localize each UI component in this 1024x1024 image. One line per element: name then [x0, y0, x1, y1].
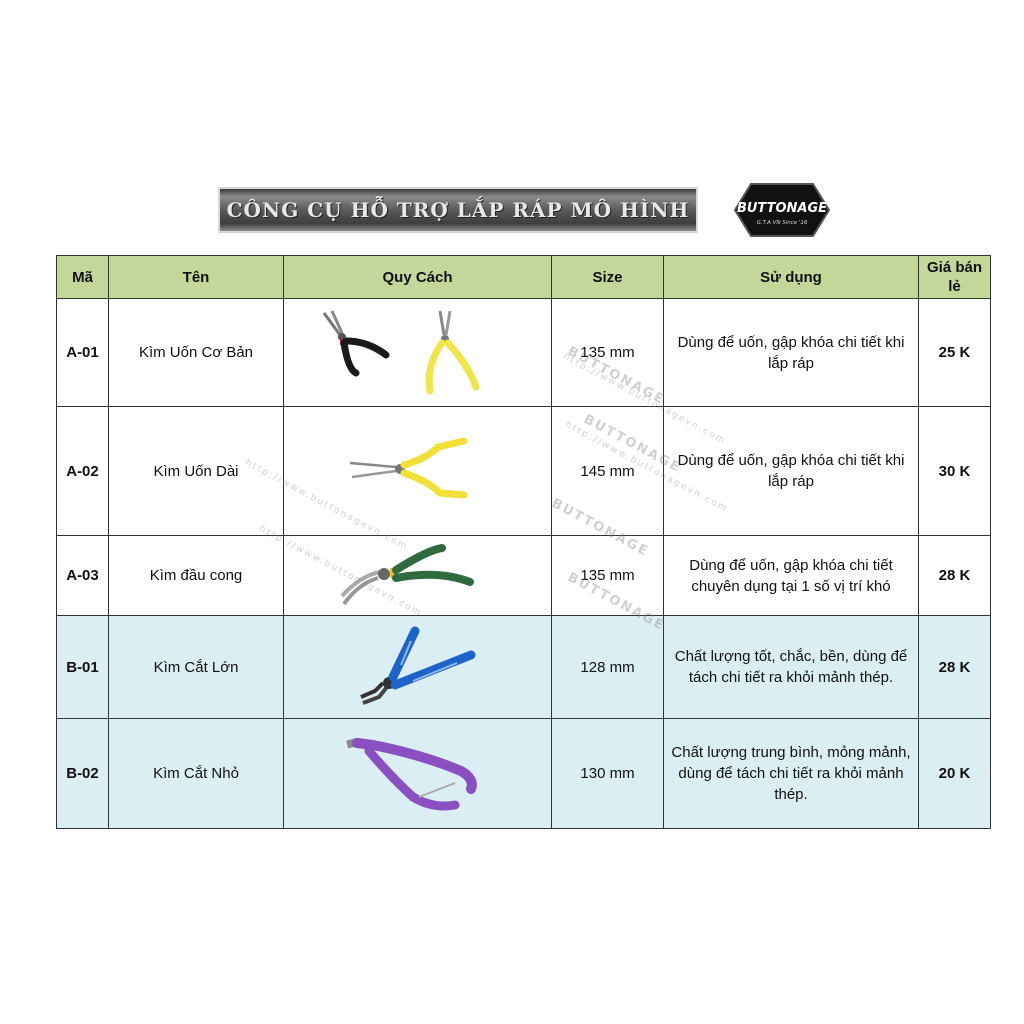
row-code: A-01 — [56, 298, 109, 407]
row-code: B-02 — [56, 718, 109, 829]
row-image — [283, 298, 552, 407]
table-row: A-02 Kìm Uốn Dài 145 mm Dùng để uốn, gập… — [56, 406, 991, 536]
logo-badge-icon: BUTTONAGE G.T.A VN Since '16 — [733, 183, 831, 237]
table-header-row: Mã Tên Quy Cách Size Sử dụng Giá bán lẻ — [56, 255, 991, 299]
row-usage: Dùng để uốn, gập khóa chi tiết khi lắp r… — [663, 298, 919, 407]
row-name: Kìm Uốn Cơ Bản — [108, 298, 284, 407]
row-name: Kìm Cắt Lớn — [108, 615, 284, 719]
row-size: 130 mm — [551, 718, 664, 829]
row-price: 20 K — [918, 718, 991, 829]
row-price: 28 K — [918, 535, 991, 616]
buttonage-logo: BUTTONAGE G.T.A VN Since '16 — [733, 182, 831, 238]
table-row: B-02 Kìm Cắt Nhỏ 130 mm Chất lượng trung… — [56, 718, 991, 829]
table-row: A-03 Kìm đầu cong 135 mm Dùng để uốn, gậ… — [56, 535, 991, 616]
header-spec: Quy Cách — [283, 255, 552, 299]
price-table: Mã Tên Quy Cách Size Sử dụng Giá bán lẻ … — [56, 255, 991, 829]
header-size: Size — [551, 255, 664, 299]
needle-nose-pliers-black-and-yellow-icon — [322, 309, 479, 394]
title-banner: CÔNG CỤ HỖ TRỢ LẮP RÁP MÔ HÌNH — [218, 187, 698, 233]
row-name: Kìm đầu cong — [108, 535, 284, 616]
row-usage: Chất lượng tốt, chắc, bền, dùng để tách … — [663, 615, 919, 719]
row-size: 135 mm — [551, 535, 664, 616]
row-image — [283, 615, 552, 719]
logo-name: BUTTONAGE — [737, 201, 827, 216]
header-name: Tên — [108, 255, 284, 299]
table-row: B-01 Kìm Cắt Lớn 128 mm Chất lượng tốt, … — [56, 615, 991, 719]
header-price: Giá bán lẻ — [918, 255, 991, 299]
row-code: B-01 — [56, 615, 109, 719]
row-price: 28 K — [918, 615, 991, 719]
row-usage: Dùng để uốn, gập khóa chi tiết khi lắp r… — [663, 406, 919, 536]
row-size: 145 mm — [551, 406, 664, 536]
header-usage: Sử dụng — [663, 255, 919, 299]
header-code: Mã — [56, 255, 109, 299]
nipper-purple-icon — [345, 737, 477, 810]
row-name: Kìm Uốn Dài — [108, 406, 284, 536]
bent-nose-pliers-green-icon — [340, 543, 474, 605]
row-image — [283, 406, 552, 536]
banner-title: CÔNG CỤ HỖ TRỢ LẮP RÁP MÔ HÌNH — [226, 198, 690, 222]
row-code: A-02 — [56, 406, 109, 536]
row-size: 135 mm — [551, 298, 664, 407]
table-row: A-01 Kìm Uốn Cơ Bản — [56, 298, 991, 407]
row-image — [283, 535, 552, 616]
row-price: 30 K — [918, 406, 991, 536]
row-code: A-03 — [56, 535, 109, 616]
side-cutter-blue-icon — [359, 626, 475, 705]
row-price: 25 K — [918, 298, 991, 407]
row-usage: Chất lượng trung bình, mỏng mảnh, dùng đ… — [663, 718, 919, 829]
logo-tagline: G.T.A VN Since '16 — [757, 220, 808, 226]
row-name: Kìm Cắt Nhỏ — [108, 718, 284, 829]
row-usage: Dùng để uốn, gập khóa chi tiết chuyên dụ… — [663, 535, 919, 616]
row-image — [283, 718, 552, 829]
row-size: 128 mm — [551, 615, 664, 719]
long-nose-pliers-yellow-icon — [349, 437, 467, 499]
